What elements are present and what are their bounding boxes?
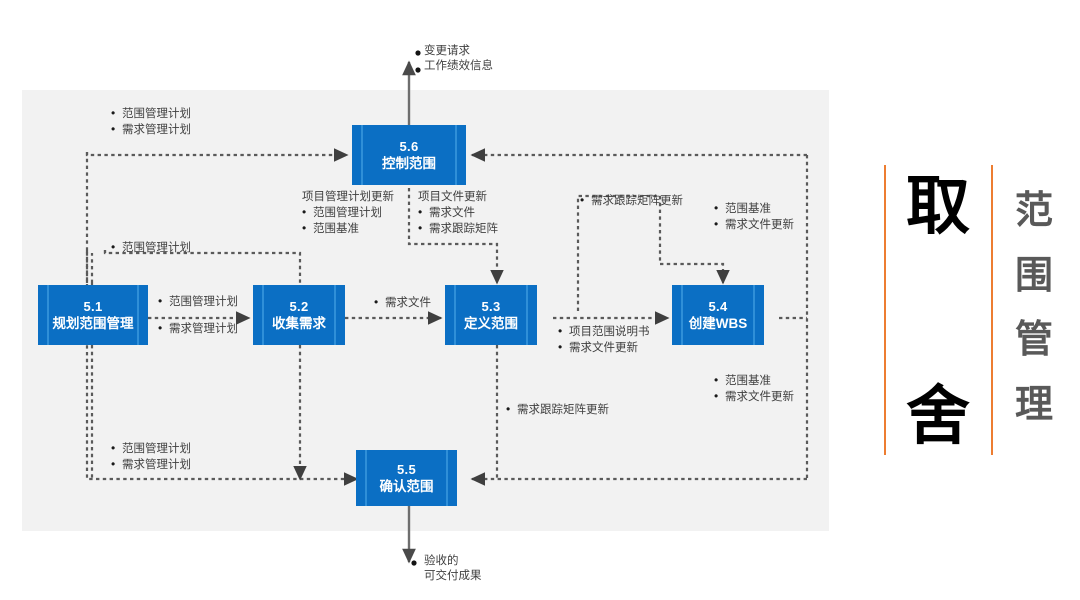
- banner-subtitle-char-1: 范: [1014, 190, 1053, 232]
- node-number: 5.2: [289, 298, 309, 314]
- plan-5-1-to-5-2-line-1: 范围管理计划: [158, 294, 238, 310]
- doc-update-line-2: 需求跟踪矩阵: [418, 221, 498, 237]
- baseline-docs-top-line-1: 范围基准: [714, 201, 794, 217]
- bottom-output-line-1: 验收的: [424, 555, 459, 567]
- top-left-plan-line-1: 范围管理计划: [111, 106, 191, 122]
- node-name: 定义范围: [464, 315, 518, 331]
- label-bottom-output: 验收的 可交付成果: [424, 554, 482, 584]
- rtm-update-top-line-1: 需求跟踪矩阵更新: [580, 193, 683, 209]
- scope-stmt-line-2: 需求文件更新: [558, 340, 650, 356]
- doc-update-line-1: 需求文件: [418, 205, 498, 221]
- node-name: 收集需求: [272, 315, 326, 331]
- process-node-5-2[interactable]: 5.2 收集需求: [253, 285, 345, 345]
- baseline-docs-top-line-2: 需求文件更新: [714, 217, 794, 233]
- node-number: 5.1: [83, 298, 103, 314]
- bottom-left-plan-line-1: 范围管理计划: [111, 441, 191, 457]
- pm-plan-update-line-1: 范围管理计划: [302, 205, 394, 221]
- bottom-left-plan-line-2: 需求管理计划: [111, 457, 191, 473]
- pm-plan-update-line-2: 范围基准: [302, 221, 394, 237]
- doc-update-header: 项目文件更新: [418, 191, 487, 203]
- bottom-output-line-2: 可交付成果: [424, 570, 482, 582]
- mid-left-plan-line-1: 范围管理计划: [111, 240, 191, 256]
- node-name: 控制范围: [382, 155, 436, 171]
- process-node-5-6[interactable]: 5.6 控制范围: [352, 125, 466, 185]
- top-output-line-2: 工作绩效信息: [424, 60, 493, 72]
- plan-label-gap: [158, 310, 238, 321]
- label-pm-plan-update: 项目管理计划更新 范围管理计划 范围基准: [302, 190, 394, 237]
- req-doc-line-1: 需求文件: [374, 295, 431, 311]
- process-node-5-4[interactable]: 5.4 创建WBS: [672, 285, 764, 345]
- banner-title-vertical: 取 舍: [900, 168, 976, 454]
- rtm-update-bottom-line-1: 需求跟踪矩阵更新: [506, 402, 609, 418]
- label-baseline-docs-top: 范围基准 需求文件更新: [714, 201, 794, 233]
- banner-subtitle-char-3: 管: [1014, 319, 1053, 362]
- node-inner-5-6: 5.6 控制范围: [361, 125, 457, 185]
- label-mid-left-plan: 范围管理计划: [111, 240, 191, 256]
- label-plan-5-1-to-5-2: 范围管理计划 需求管理计划: [158, 294, 238, 337]
- label-doc-update: 项目文件更新 需求文件 需求跟踪矩阵: [418, 190, 498, 237]
- node-inner-5-3: 5.3 定义范围: [454, 285, 528, 345]
- node-name: 确认范围: [379, 478, 434, 494]
- top-left-plan-line-2: 需求管理计划: [111, 122, 191, 138]
- label-top-left-plan: 范围管理计划 需求管理计划: [111, 106, 191, 138]
- process-node-5-3[interactable]: 5.3 定义范围: [445, 285, 537, 345]
- banner-title-char-2: 舍: [906, 380, 970, 452]
- label-req-doc: 需求文件: [374, 295, 431, 311]
- baseline-docs-bottom-line-1: 范围基准: [714, 373, 794, 389]
- node-name: 规划范围管理: [52, 315, 134, 331]
- process-node-5-1[interactable]: 5.1 规划范围管理: [38, 285, 148, 345]
- accent-line-right: [991, 165, 993, 455]
- node-inner-5-2: 5.2 收集需求: [262, 285, 336, 345]
- label-bottom-left-plan: 范围管理计划 需求管理计划: [111, 441, 191, 473]
- label-scope-stmt: 项目范围说明书 需求文件更新: [558, 324, 650, 356]
- banner-title-char-1: 取: [906, 170, 970, 242]
- label-rtm-update-bottom: 需求跟踪矩阵更新: [506, 402, 609, 418]
- node-number: 5.6: [399, 138, 419, 154]
- banner-subtitle-char-4: 理: [1014, 383, 1053, 426]
- process-node-5-5[interactable]: 5.5 确认范围: [356, 450, 457, 506]
- node-number: 5.5: [397, 461, 416, 477]
- label-rtm-update-top: 需求跟踪矩阵更新: [580, 193, 683, 209]
- accent-line-left: [884, 165, 886, 455]
- plan-5-1-to-5-2-line-2: 需求管理计划: [158, 321, 238, 337]
- banner-subtitle-vertical: 范 围 管 理: [1010, 188, 1058, 428]
- pm-plan-update-header: 项目管理计划更新: [302, 191, 394, 203]
- baseline-docs-bottom-line-2: 需求文件更新: [714, 389, 794, 405]
- banner-subtitle-char-2: 围: [1014, 254, 1053, 297]
- node-inner-5-4: 5.4 创建WBS: [681, 285, 755, 345]
- node-number: 5.3: [481, 298, 501, 314]
- node-inner-5-5: 5.5 确认范围: [365, 450, 448, 506]
- label-top-output: 变更请求 工作绩效信息: [424, 44, 493, 74]
- node-inner-5-1: 5.1 规划范围管理: [47, 285, 139, 345]
- scope-stmt-line-1: 项目范围说明书: [558, 324, 650, 340]
- top-output-line-1: 变更请求: [424, 45, 470, 57]
- label-baseline-docs-bottom: 范围基准 需求文件更新: [714, 373, 794, 405]
- node-number: 5.4: [708, 298, 728, 314]
- node-name: 创建WBS: [688, 315, 748, 331]
